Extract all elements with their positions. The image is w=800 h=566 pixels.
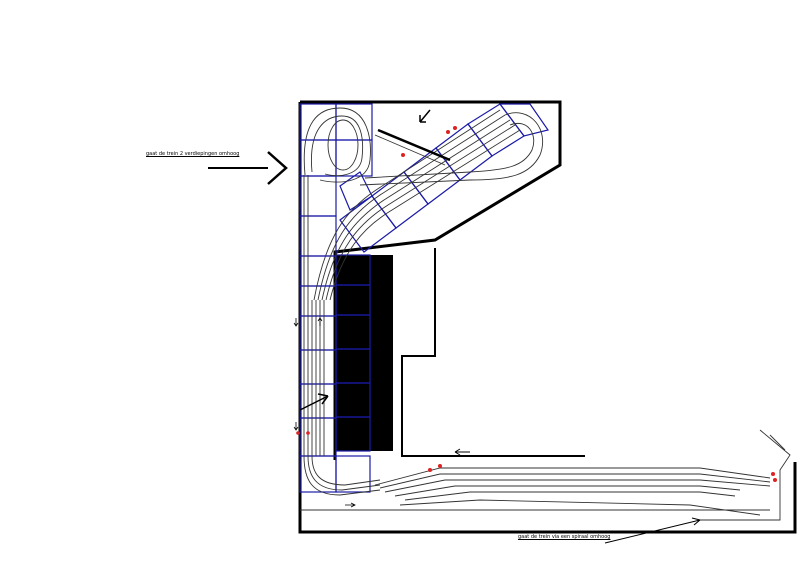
module-left-col-2 <box>299 215 337 257</box>
track-loop-top-left-inner <box>310 115 363 177</box>
module-bottom-left-2 <box>335 455 371 493</box>
signals <box>296 126 777 482</box>
module-grid <box>299 103 549 493</box>
arrow-down-2 <box>293 422 299 431</box>
track-yard-3 <box>384 479 771 493</box>
module-diag-4 <box>435 123 493 181</box>
annotation-lower: gaat de trein via een spiraal omhoog <box>518 534 611 540</box>
track-to-top-spur <box>374 134 446 166</box>
big-arrow-head <box>267 151 288 185</box>
module-bottom-left-1 <box>299 455 337 493</box>
signal-yard-2 <box>438 464 442 468</box>
arrow-yard-right <box>345 502 356 508</box>
signal-mid <box>401 153 405 157</box>
track-yard-5 <box>404 491 736 501</box>
arrow-yard-left <box>454 448 470 456</box>
platform-block <box>335 255 393 451</box>
track-bottom-curve-2 <box>307 455 381 491</box>
signal-top-1 <box>446 130 450 134</box>
track-yard-1 <box>374 467 771 486</box>
signal-top-2 <box>453 126 457 130</box>
annotation-upper: gaat de trein 2 verdiepingen omhoog <box>146 151 240 157</box>
track-yard-6 <box>399 499 761 516</box>
track-spiral-exit-2 <box>769 434 786 451</box>
signal-yard-3 <box>771 472 775 476</box>
module-left-col-6 <box>299 349 337 385</box>
track-loop-small <box>327 119 359 171</box>
track-loop-upper-right-inner <box>364 123 535 179</box>
track-diag-5 <box>313 109 501 301</box>
signal-left-1 <box>296 431 300 435</box>
track-yard-4 <box>394 485 741 497</box>
track-yard-2 <box>379 473 771 489</box>
module-diag-3 <box>403 147 461 205</box>
track-spiral-exit <box>700 429 791 521</box>
track-diag-2 <box>321 119 511 301</box>
track-bottom-curve-1 <box>303 455 381 496</box>
arrow-up-1 <box>317 317 323 326</box>
track-loop-upper-right-outer <box>359 112 544 186</box>
track-diag-1 <box>317 114 506 301</box>
arrow-down-1 <box>293 318 299 327</box>
arrow-top-diag <box>419 109 431 123</box>
arrow-left-platform <box>299 393 329 411</box>
module-top-left-2 <box>335 103 373 141</box>
module-left-col-8 <box>299 417 337 457</box>
wall-step <box>401 248 585 457</box>
module-diag-7 <box>339 171 373 211</box>
track-diag-3 <box>325 124 516 301</box>
track-loop-top-left-outer <box>303 107 371 183</box>
signal-yard-1 <box>428 468 432 472</box>
signal-left-2 <box>306 431 310 435</box>
track-diag-4 <box>329 129 521 301</box>
track-to-top-spur-2 <box>377 128 451 162</box>
module-left-col-4 <box>299 285 337 317</box>
track-bottom-curve-3 <box>311 455 381 486</box>
tracks <box>300 107 791 521</box>
module-platform-col-6 <box>335 416 371 452</box>
arrow-spiral <box>604 517 701 544</box>
module-left-col-5 <box>299 315 337 351</box>
signal-yard-4 <box>773 478 777 482</box>
arrows <box>208 109 701 544</box>
module-diag-2 <box>371 171 429 229</box>
module-diag-6 <box>498 103 549 137</box>
module-diag-5 <box>467 103 525 157</box>
